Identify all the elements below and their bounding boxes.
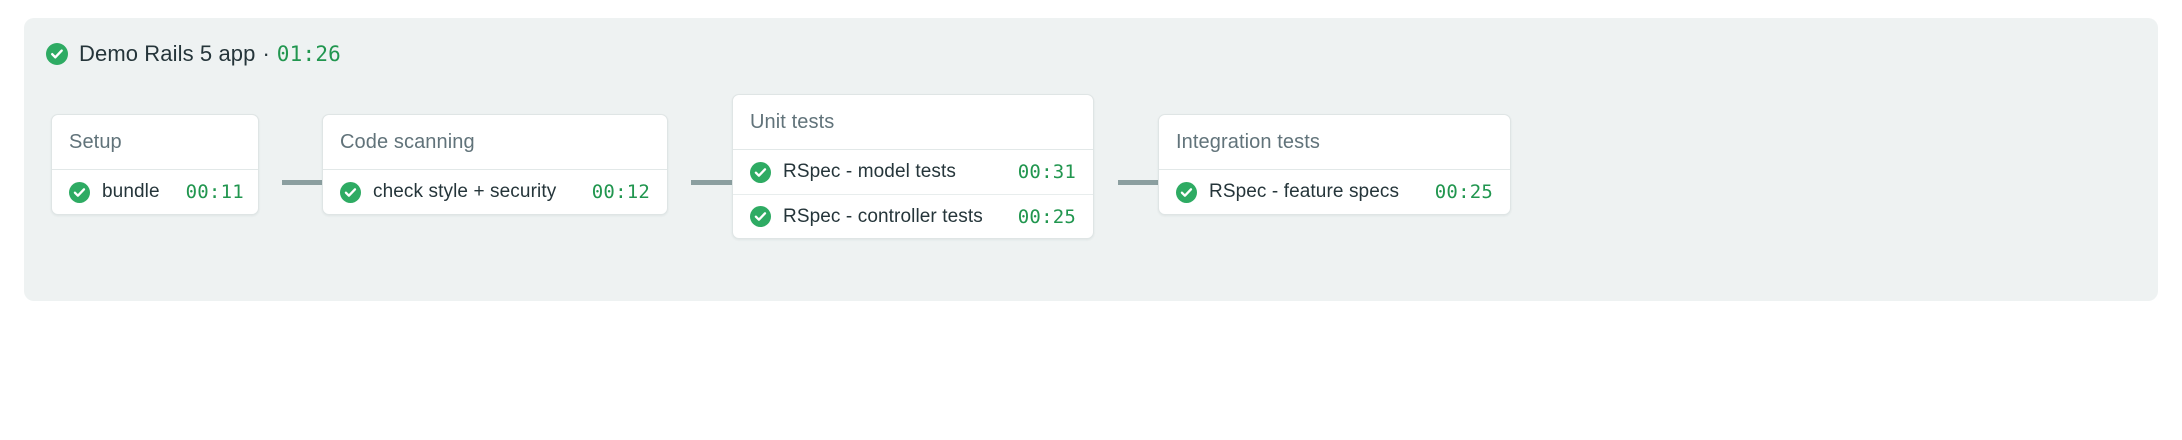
job-name: RSpec - feature specs — [1209, 181, 1400, 202]
job-duration: 00:12 — [591, 181, 650, 203]
stage-card-unit-tests[interactable]: Unit tests RSpec - model tests 00:31 — [732, 94, 1094, 239]
job-name: check style + security — [373, 181, 557, 202]
job-duration: 00:25 — [1017, 205, 1076, 228]
check-circle-icon — [340, 181, 361, 203]
stage-connector-2 — [691, 180, 760, 185]
stage-connector-3 — [1118, 180, 1186, 185]
job-row[interactable]: bundle 00:11 — [52, 170, 258, 214]
job-name: bundle — [102, 181, 160, 202]
check-circle-icon — [750, 161, 771, 183]
stage-name: Integration tests — [1176, 131, 1321, 153]
pipeline-title-separator: · — [262, 41, 270, 66]
stage-card-setup[interactable]: Setup bundle 00:11 — [51, 114, 259, 215]
job-row[interactable]: RSpec - controller tests 00:25 — [733, 194, 1093, 238]
pipeline-title: Demo Rails 5 app — [79, 41, 256, 66]
job-duration: 00:25 — [1434, 181, 1493, 203]
stage-name: Unit tests — [750, 111, 835, 133]
check-circle-icon — [750, 206, 771, 227]
job-duration: 00:11 — [185, 181, 244, 203]
stage-job-list: RSpec - feature specs 00:25 — [1159, 169, 1510, 214]
job-row[interactable]: check style + security 00:12 — [323, 170, 667, 214]
stage-flow: Setup bundle 00:11 Code scanning — [24, 18, 2158, 301]
stage-job-list: check style + security 00:12 — [323, 169, 667, 214]
check-circle-icon — [1176, 181, 1197, 203]
job-duration: 00:31 — [1017, 161, 1076, 183]
job-name: RSpec - controller tests — [783, 205, 983, 227]
job-row[interactable]: RSpec - feature specs 00:25 — [1159, 170, 1510, 214]
stage-job-list: RSpec - model tests 00:31 RSpec - contro… — [733, 149, 1093, 238]
pipeline-panel: Demo Rails 5 app · 01:26 Setup bundle 00… — [24, 18, 2158, 301]
stage-connector-1 — [282, 180, 350, 185]
pipeline-header: Demo Rails 5 app · 01:26 — [46, 40, 341, 68]
check-circle-icon — [46, 43, 68, 65]
stage-name: Code scanning — [340, 131, 475, 153]
stage-job-list: bundle 00:11 — [52, 169, 258, 214]
job-row[interactable]: RSpec - model tests 00:31 — [733, 150, 1093, 194]
stage-card-code-scanning[interactable]: Code scanning check style + security 00:… — [322, 114, 668, 215]
check-circle-icon — [69, 181, 90, 203]
pipeline-duration: 01:26 — [276, 42, 342, 66]
job-name: RSpec - model tests — [783, 161, 956, 182]
stage-card-integration-tests[interactable]: Integration tests RSpec - feature specs … — [1158, 114, 1511, 215]
stage-name: Setup — [69, 131, 122, 153]
